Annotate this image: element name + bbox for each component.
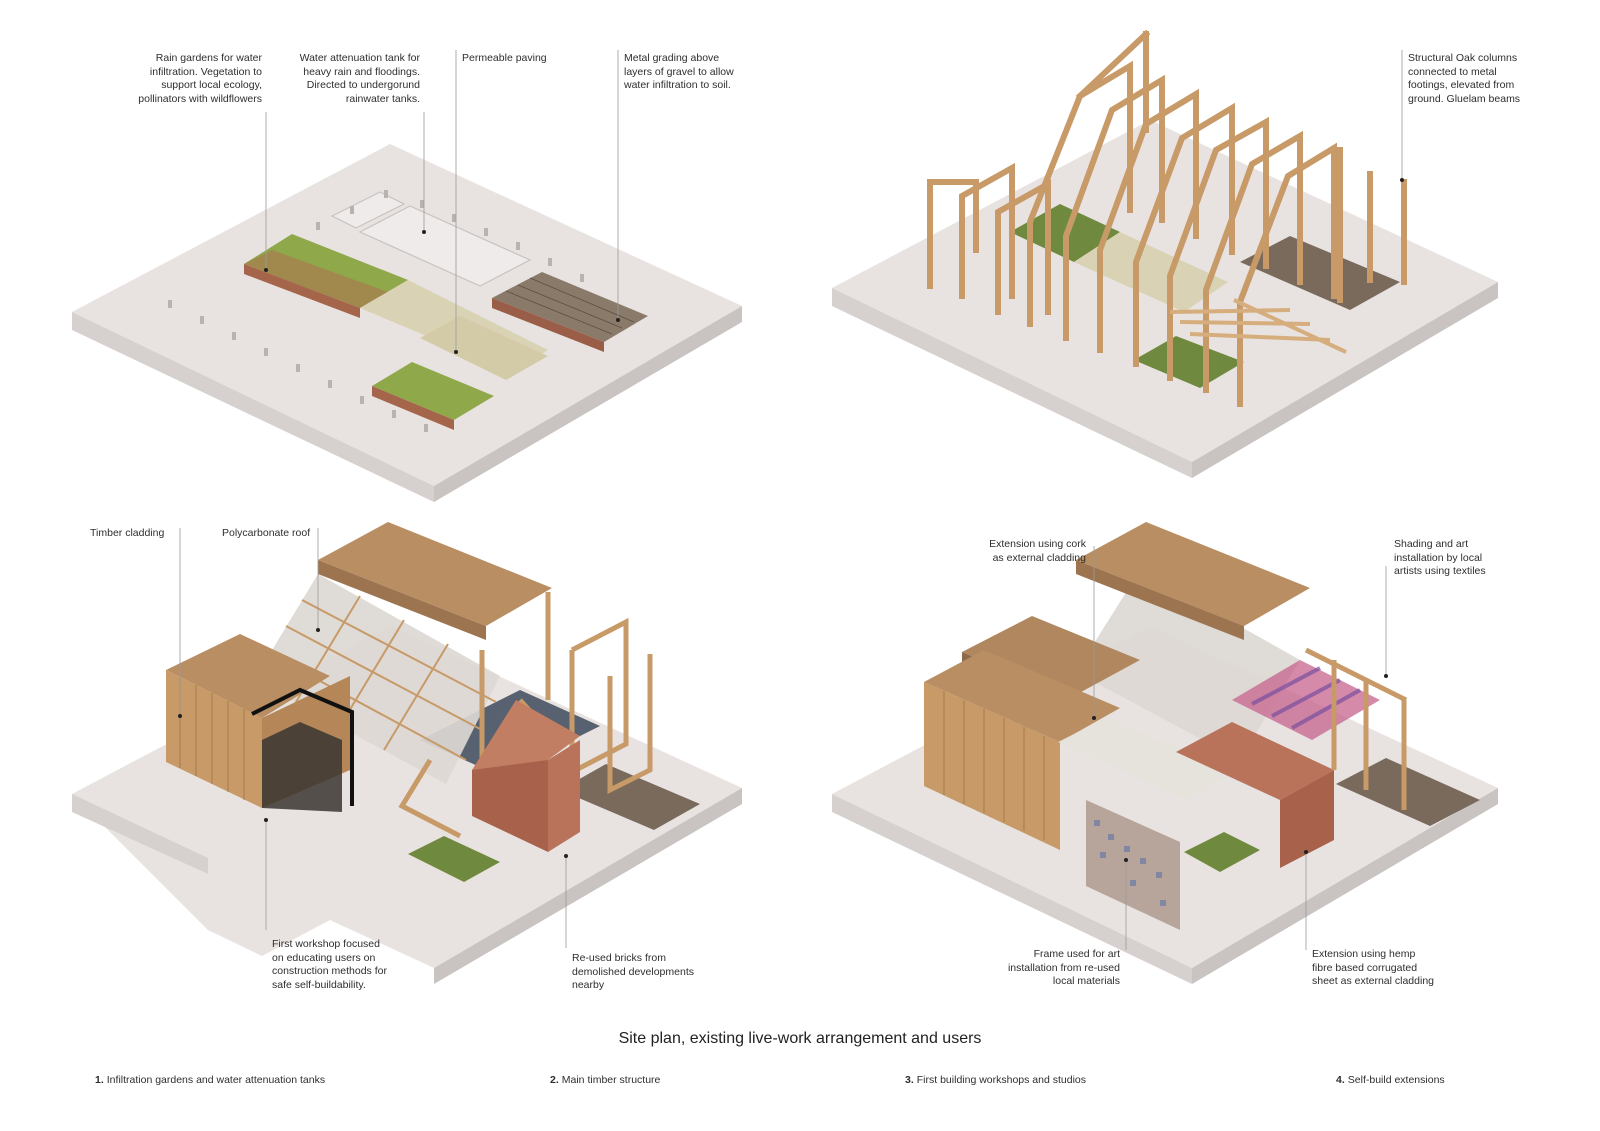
figure-caption: Site plan, existing live-work arrangemen… bbox=[618, 1030, 982, 1047]
timber-block-roof-4 bbox=[924, 650, 1120, 742]
step-3: 3.First building workshops and studios bbox=[905, 1074, 1086, 1086]
grating-2 bbox=[1240, 236, 1400, 310]
timber-roof-main-4 bbox=[1076, 522, 1310, 626]
timber-block-front-4 bbox=[924, 682, 1060, 850]
cladding-battens bbox=[179, 677, 245, 800]
note-timber-cladding: Timber cladding bbox=[90, 527, 165, 539]
grating-3 bbox=[560, 764, 700, 830]
bollard-footings bbox=[168, 190, 584, 432]
glazing-mullions bbox=[269, 595, 497, 761]
note-reused-bricks: Re-used bricks from demolished developme… bbox=[572, 952, 694, 991]
site-slab-right-face-4 bbox=[1192, 788, 1498, 984]
cladding-battens-4 bbox=[943, 691, 1045, 840]
panel-4-self-build-extensions bbox=[832, 522, 1498, 984]
grating-lines bbox=[505, 277, 635, 335]
art-frame-roof bbox=[1058, 718, 1236, 800]
step-2-label: Main timber structure bbox=[561, 1074, 661, 1086]
attenuation-tanks bbox=[330, 191, 532, 287]
panel-2-timber-structure bbox=[832, 29, 1498, 478]
site-slab-right-face-2 bbox=[1192, 282, 1498, 478]
rain-garden-soil-2 bbox=[372, 386, 454, 430]
site-slab-left-face bbox=[72, 312, 434, 502]
step-4: 4.Self-build extensions bbox=[1336, 1074, 1445, 1086]
site-slab-right-face bbox=[434, 306, 742, 502]
gluelam-beams bbox=[1169, 298, 1347, 354]
brick-block-side bbox=[548, 740, 580, 852]
step-1-label: Infiltration gardens and water attenuati… bbox=[106, 1074, 326, 1086]
leader-dots bbox=[178, 178, 1404, 862]
step-2-number: 2. bbox=[550, 1074, 559, 1086]
step-3-number: 3. bbox=[905, 1074, 914, 1086]
metal-grating bbox=[492, 272, 648, 342]
step-1: 1.Infiltration gardens and water attenua… bbox=[95, 1074, 325, 1086]
site-slab-left-face-2 bbox=[832, 288, 1192, 478]
panel-3-first-workshops bbox=[72, 522, 742, 984]
rain-garden-soil-top bbox=[244, 250, 388, 308]
site-slab-left-face-3 bbox=[72, 794, 208, 874]
brick-block-roof bbox=[472, 700, 580, 770]
rain-garden-soil bbox=[244, 264, 360, 318]
step-4-label: Self-build extensions bbox=[1347, 1074, 1445, 1086]
rain-garden-grass-2 bbox=[372, 362, 494, 420]
site-slab-left-face-4 bbox=[832, 794, 1192, 984]
note-first-workshop: First workshop focused on educating user… bbox=[272, 938, 387, 991]
hemp-extension-roof bbox=[1176, 722, 1334, 800]
note-rain-gardens: Rain gardens for water infiltration. Veg… bbox=[138, 52, 262, 105]
timber-roof-main-shade bbox=[318, 560, 486, 640]
planter-3 bbox=[408, 836, 500, 882]
leader-lines bbox=[179, 50, 1403, 950]
art-installation-panel bbox=[1086, 800, 1180, 930]
note-hemp-extension: Extension using hemp fibre based corruga… bbox=[1312, 948, 1434, 987]
timber-block-front bbox=[166, 670, 262, 808]
note-attenuation-tank: Water attenuation tank for heavy rain an… bbox=[299, 52, 420, 105]
brick-block-front bbox=[472, 746, 548, 852]
panel-1-infiltration-gardens bbox=[72, 144, 742, 502]
note-permeable-paving: Permeable paving bbox=[462, 52, 547, 64]
note-frame-art: Frame used for art installation from re-… bbox=[1007, 948, 1120, 987]
step-4-number: 4. bbox=[1336, 1074, 1345, 1086]
step-3-label: First building workshops and studios bbox=[916, 1074, 1087, 1086]
timber-roof-main-shade-4 bbox=[1076, 560, 1244, 640]
timber-roof-main bbox=[318, 522, 552, 626]
planter-4 bbox=[1184, 832, 1260, 872]
cork-extension-roof bbox=[962, 616, 1140, 698]
polycarbonate-roof bbox=[254, 574, 500, 784]
grating-4 bbox=[1336, 758, 1480, 826]
art-installation-pattern bbox=[1094, 820, 1166, 906]
permeable-paving-lower bbox=[420, 316, 548, 380]
note-oak-columns: Structural Oak columns connected to meta… bbox=[1408, 52, 1521, 105]
hemp-extension-face bbox=[1280, 770, 1334, 868]
textile-strips bbox=[1251, 666, 1361, 730]
step-1-number: 1. bbox=[95, 1074, 104, 1086]
note-polycarbonate-roof: Polycarbonate roof bbox=[222, 527, 311, 539]
metal-grating-side bbox=[492, 298, 604, 352]
paving-2 bbox=[1074, 232, 1228, 312]
note-shading-art: Shading and art installation by local ar… bbox=[1394, 538, 1486, 577]
garden-planting-2b bbox=[1134, 336, 1244, 388]
note-metal-grading: Metal grading above layers of gravel to … bbox=[624, 52, 734, 91]
note-cork-extension: Extension using cork as external claddin… bbox=[989, 538, 1086, 564]
workshop-entrance bbox=[262, 722, 342, 812]
step-2: 2.Main timber structure bbox=[550, 1074, 660, 1086]
entrance-frame bbox=[251, 687, 354, 806]
portal-frames-4 bbox=[1304, 647, 1408, 810]
site-slab-right-face-3 bbox=[434, 788, 742, 984]
glasshouse-roof-4 bbox=[1076, 570, 1300, 760]
